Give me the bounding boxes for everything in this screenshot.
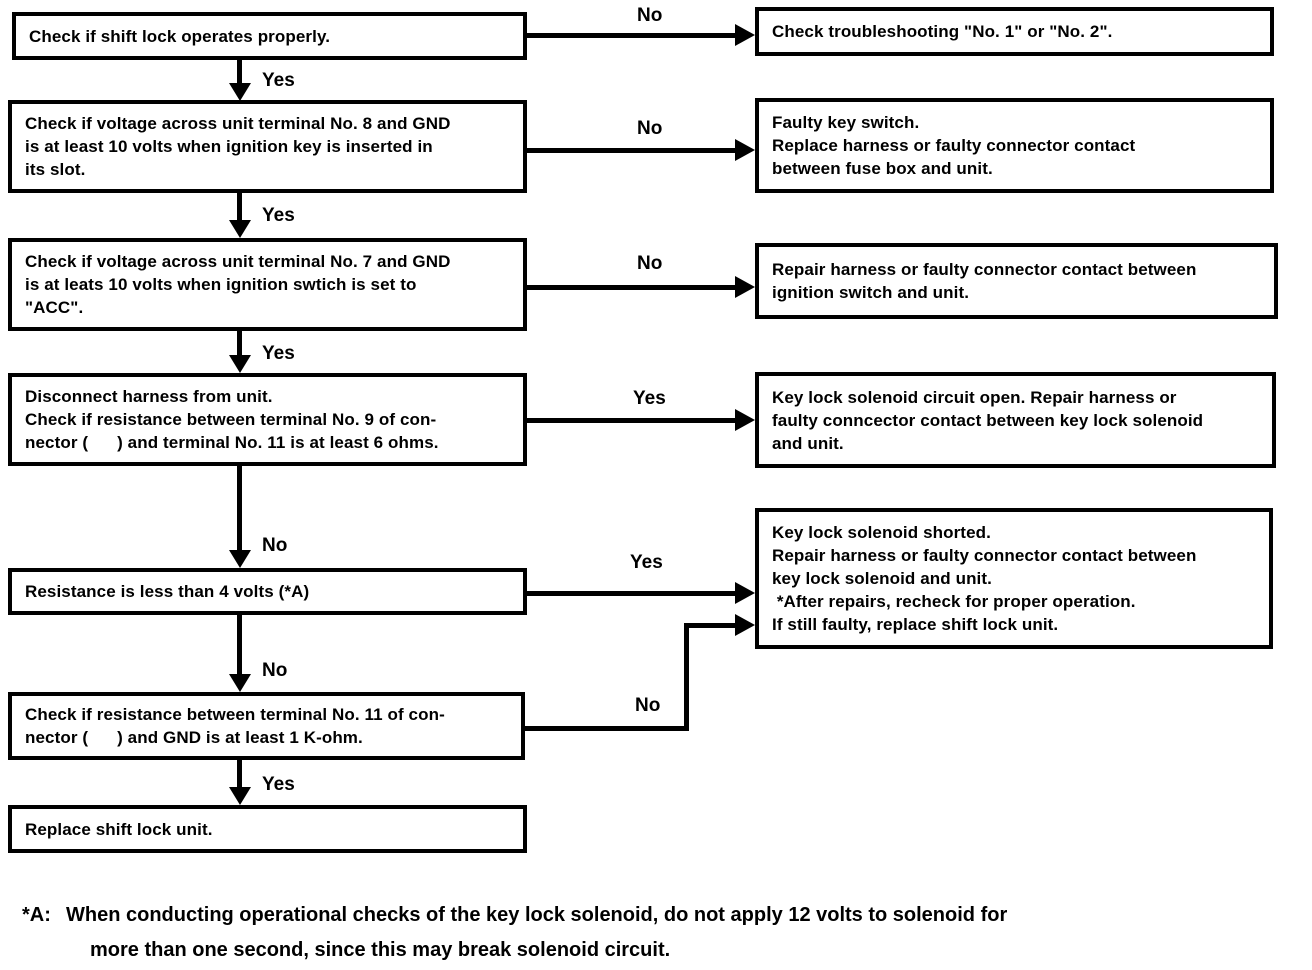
step-resistance-less-than-4: Resistance is less than 4 volts (*A) [8,568,527,615]
arrow-shaft [237,58,242,84]
arrow-down-icon [229,787,251,805]
branch-label-yes: Yes [633,388,666,409]
branch-label-no: No [637,118,663,139]
branch-label-yes: Yes [262,774,295,795]
arrow-down-icon [229,355,251,373]
branch-label-no: No [635,695,661,716]
step-check-resistance-terminal-11: Check if resistance between terminal No.… [8,692,525,760]
step-check-shift-lock: Check if shift lock operates properly. [12,12,527,60]
arrow-shaft [684,623,736,628]
arrow-down-icon [229,550,251,568]
arrow-down-icon [229,83,251,101]
arrow-shaft [237,328,242,357]
arrow-shaft [521,726,689,731]
result-faulty-key-switch: Faulty key switch. Replace harness or fa… [755,98,1274,193]
result-repair-harness-ignition-switch: Repair harness or faulty connector conta… [755,243,1278,319]
arrow-shaft [237,464,242,552]
footnote-line-1: When conducting operational checks of th… [66,904,1008,926]
step-replace-shift-lock-unit: Replace shift lock unit. [8,805,527,853]
footnote-line-2: more than one second, since this may bre… [90,939,671,961]
step-check-voltage-terminal-7: Check if voltage across unit terminal No… [8,238,527,331]
arrow-right-icon [735,582,755,604]
arrow-right-icon [735,139,755,161]
branch-label-yes: Yes [262,70,295,91]
arrow-shaft [525,591,736,596]
arrow-shaft [525,33,736,38]
step-check-resistance-terminal-9: Disconnect harness from unit. Check if r… [8,373,527,466]
result-key-lock-solenoid-open: Key lock solenoid circuit open. Repair h… [755,372,1276,468]
arrow-shaft [525,148,736,153]
result-check-troubleshooting-no1-no2: Check troubleshooting "No. 1" or "No. 2"… [755,7,1274,56]
arrow-shaft [684,623,689,731]
arrow-right-icon [735,614,755,636]
arrow-right-icon [735,24,755,46]
arrow-shaft [525,418,736,423]
branch-label-yes: Yes [262,205,295,226]
arrow-shaft [237,758,242,789]
arrow-shaft [237,612,242,676]
arrow-down-icon [229,220,251,238]
branch-label-no: No [262,660,288,681]
step-check-voltage-terminal-8: Check if voltage across unit terminal No… [8,100,527,193]
branch-label-yes: Yes [262,343,295,364]
arrow-down-icon [229,674,251,692]
arrow-right-icon [735,409,755,431]
footnote-text: When conducting operational checks of th… [66,902,1007,963]
result-key-lock-solenoid-shorted: Key lock solenoid shorted. Repair harnes… [755,508,1273,649]
branch-label-no: No [262,535,288,556]
arrow-right-icon [735,276,755,298]
arrow-shaft [237,190,242,222]
branch-label-no: No [637,253,663,274]
branch-label-no: No [637,5,663,26]
arrow-shaft [525,285,736,290]
footnote-marker: *A: [22,904,51,926]
branch-label-yes: Yes [630,552,663,573]
